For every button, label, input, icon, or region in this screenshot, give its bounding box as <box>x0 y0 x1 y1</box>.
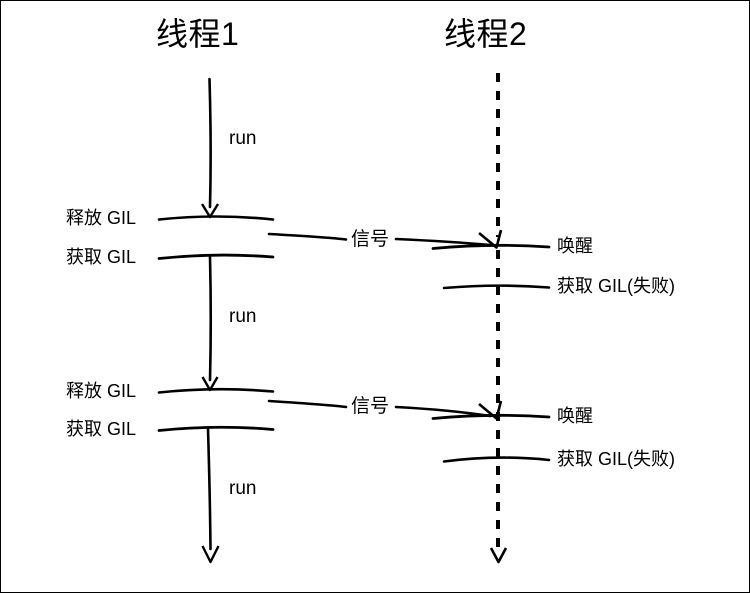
release-gil-bar-1 <box>157 215 275 221</box>
label-acquire-gil-2: 获取 GIL <box>66 419 137 439</box>
label-release-gil-2: 释放 GIL <box>66 381 137 401</box>
label-wake-up-2: 唤醒 <box>557 406 593 426</box>
label-wake-up-1: 唤醒 <box>557 236 593 256</box>
label-acquire-gil-1: 获取 GIL <box>66 247 137 267</box>
acquire-gil-bar-1 <box>157 253 275 260</box>
label-release-gil-1: 释放 GIL <box>66 208 137 228</box>
label-acquire-gil-failed-2: 获取 GIL(失败) <box>557 449 676 469</box>
thread2-lifeline <box>489 73 508 564</box>
label-run-3: run <box>229 478 257 499</box>
acquire-gil-failed-bar-2 <box>442 456 551 463</box>
thread1-event-bars <box>157 215 275 432</box>
thread1-lifeline <box>200 77 220 564</box>
signal-arrow-1 <box>267 229 503 249</box>
acquire-gil-bar-2 <box>157 425 275 432</box>
label-run-1: run <box>229 128 257 149</box>
signal-arrow-2 <box>267 399 503 420</box>
label-signal-2: 信号 <box>349 396 392 417</box>
run-arrow-2 <box>201 255 219 392</box>
label-run-2: run <box>229 306 257 327</box>
label-acquire-gil-failed-1: 获取 GIL(失败) <box>557 276 676 296</box>
thread1-title: 线程1 <box>156 16 240 52</box>
release-gil-bar-2 <box>157 387 275 394</box>
run-arrow-3 <box>201 427 220 564</box>
label-signal-1: 信号 <box>349 229 392 250</box>
thread2-event-bars <box>431 243 551 463</box>
acquire-gil-failed-bar-1 <box>442 284 551 290</box>
thread2-title: 线程2 <box>444 16 528 52</box>
run-arrow-1 <box>200 77 220 219</box>
